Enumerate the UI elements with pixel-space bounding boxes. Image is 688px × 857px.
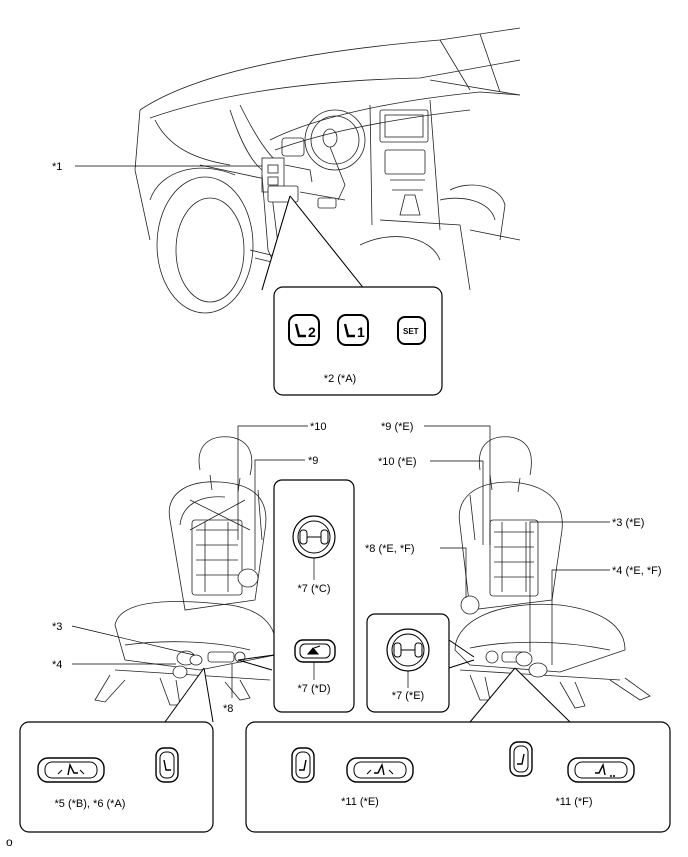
callout-7c: *7 (*C) — [297, 583, 330, 595]
zoom-line — [448, 639, 475, 658]
callout-line-4ef — [551, 569, 610, 665]
seat-icon — [299, 759, 307, 771]
memory-1-label: 1 — [357, 324, 365, 340]
left-seat-illustration — [94, 436, 277, 706]
seat-icon — [374, 762, 385, 776]
right-seat-illustration — [454, 436, 651, 709]
figure-code: o — [6, 835, 13, 849]
callout-4: *4 — [52, 659, 62, 671]
seat-recline-switch-e — [291, 747, 315, 783]
callout-line-9e — [424, 425, 491, 545]
seat-slide-switch — [37, 757, 105, 783]
callout-7e: *7 (*E) — [392, 690, 424, 702]
seat-icon — [343, 323, 355, 338]
callout-5-6: *5 (*B), *6 (*A) — [55, 798, 126, 810]
seat-icon — [294, 323, 306, 338]
callout-10: *10 — [310, 421, 327, 433]
callout-line-3 — [71, 625, 195, 656]
seat-icon — [163, 759, 171, 771]
callout-10e: *10 (*E) — [378, 456, 417, 468]
seat-icon — [595, 762, 606, 776]
seat-slide-switch-e — [346, 757, 414, 783]
callout-11e: *11 (*E) — [341, 796, 379, 808]
memory-2-button: 2 — [288, 314, 320, 346]
callout-line-9 — [254, 459, 305, 570]
lumbar-switch-rect — [294, 639, 336, 663]
seat-recline-switch-f — [509, 741, 533, 777]
seat-icon — [306, 645, 321, 655]
set-label: SET — [403, 327, 419, 336]
callout-8ef: *8 (*E, *F) — [365, 543, 415, 555]
callout-8: *8 — [223, 703, 233, 715]
memory-2-label: 2 — [308, 324, 316, 340]
callout-9: *9 — [308, 455, 318, 467]
callout-7d: *7 (*D) — [297, 683, 330, 695]
callout-line-10e — [430, 460, 484, 545]
set-button: SET — [397, 316, 426, 345]
callout-3e: *3 (*E) — [612, 517, 644, 529]
seat-icon — [67, 762, 78, 776]
callout-1: *1 — [52, 161, 62, 173]
seat-recline-switch — [155, 747, 179, 783]
lumbar-switch-round-e — [386, 628, 430, 672]
seat-icon — [517, 753, 525, 765]
callout-line-8ef — [440, 547, 467, 598]
callout-9e: *9 (*E) — [381, 421, 413, 433]
callout-11f: *11 (*F) — [555, 796, 592, 808]
seat-switch-detail-box-right — [245, 721, 671, 833]
lumbar-switch-round — [292, 515, 336, 559]
memory-1-button: 1 — [337, 314, 369, 346]
callout-4ef: *4 (*E, *F) — [612, 565, 662, 577]
callout-line-3e — [529, 521, 610, 652]
callout-line-10 — [237, 425, 308, 540]
callout-2: *2 (*A) — [324, 373, 356, 385]
zoom-line — [237, 654, 275, 661]
seat-slide-switch-f — [567, 757, 635, 783]
callout-3: *3 — [52, 621, 62, 633]
